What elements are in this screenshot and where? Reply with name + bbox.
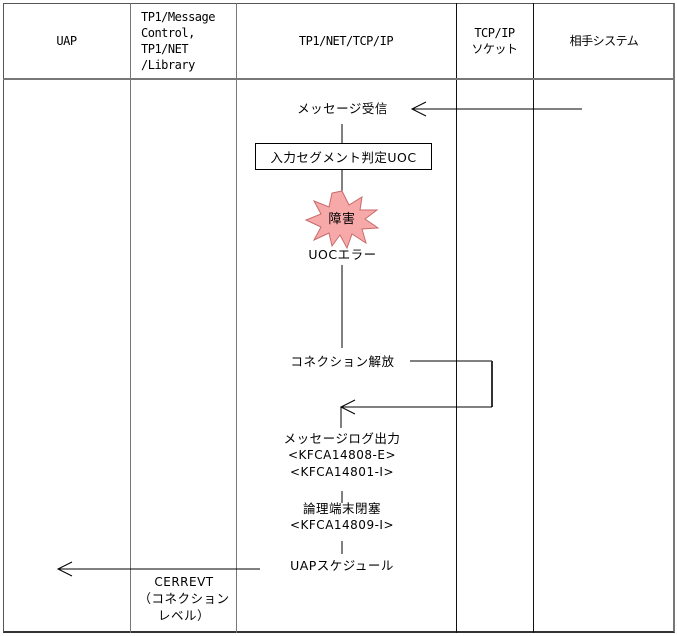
segment-uoc-box: 入力セグメント判定UOC bbox=[255, 143, 432, 170]
column-divider bbox=[130, 3, 131, 633]
column-divider bbox=[456, 3, 457, 633]
failure-burst-icon bbox=[304, 190, 380, 250]
event-detail-1: （コネクション bbox=[138, 591, 230, 606]
header-partner-system: 相手システム bbox=[569, 33, 639, 48]
event-detail-2: レベル） bbox=[157, 608, 210, 623]
message-code-3: <KFCA14809-I> bbox=[289, 518, 394, 532]
header-tcpip-net: TP1/NET/TCP/IP bbox=[298, 33, 394, 48]
event-name-label: CERREVT bbox=[154, 575, 214, 589]
header-tcpip-socket: TCP/IP ソケット bbox=[471, 25, 518, 56]
header-divider bbox=[3, 78, 675, 80]
terminal-close-label: 論理端末閉塞 bbox=[302, 501, 381, 516]
failure-label: 障害 bbox=[328, 212, 356, 227]
message-log-label: メッセージログ出力 bbox=[283, 431, 401, 446]
header-message-control: TP1/Message Control, TP1/NET /Library bbox=[141, 9, 215, 72]
column-divider bbox=[533, 3, 534, 633]
message-code-1: <KFCA14808-E> bbox=[287, 448, 397, 462]
uap-schedule-label: UAPスケジュール bbox=[290, 558, 394, 573]
message-receive-label: メッセージ受信 bbox=[297, 101, 388, 116]
header-uap: UAP bbox=[56, 33, 77, 48]
diagram-frame bbox=[3, 3, 675, 633]
uoc-error-label: UOCエラー bbox=[308, 247, 377, 262]
column-divider bbox=[236, 3, 237, 633]
connection-release-label: コネクション解放 bbox=[290, 354, 395, 369]
message-code-2: <KFCA14801-I> bbox=[289, 465, 394, 479]
